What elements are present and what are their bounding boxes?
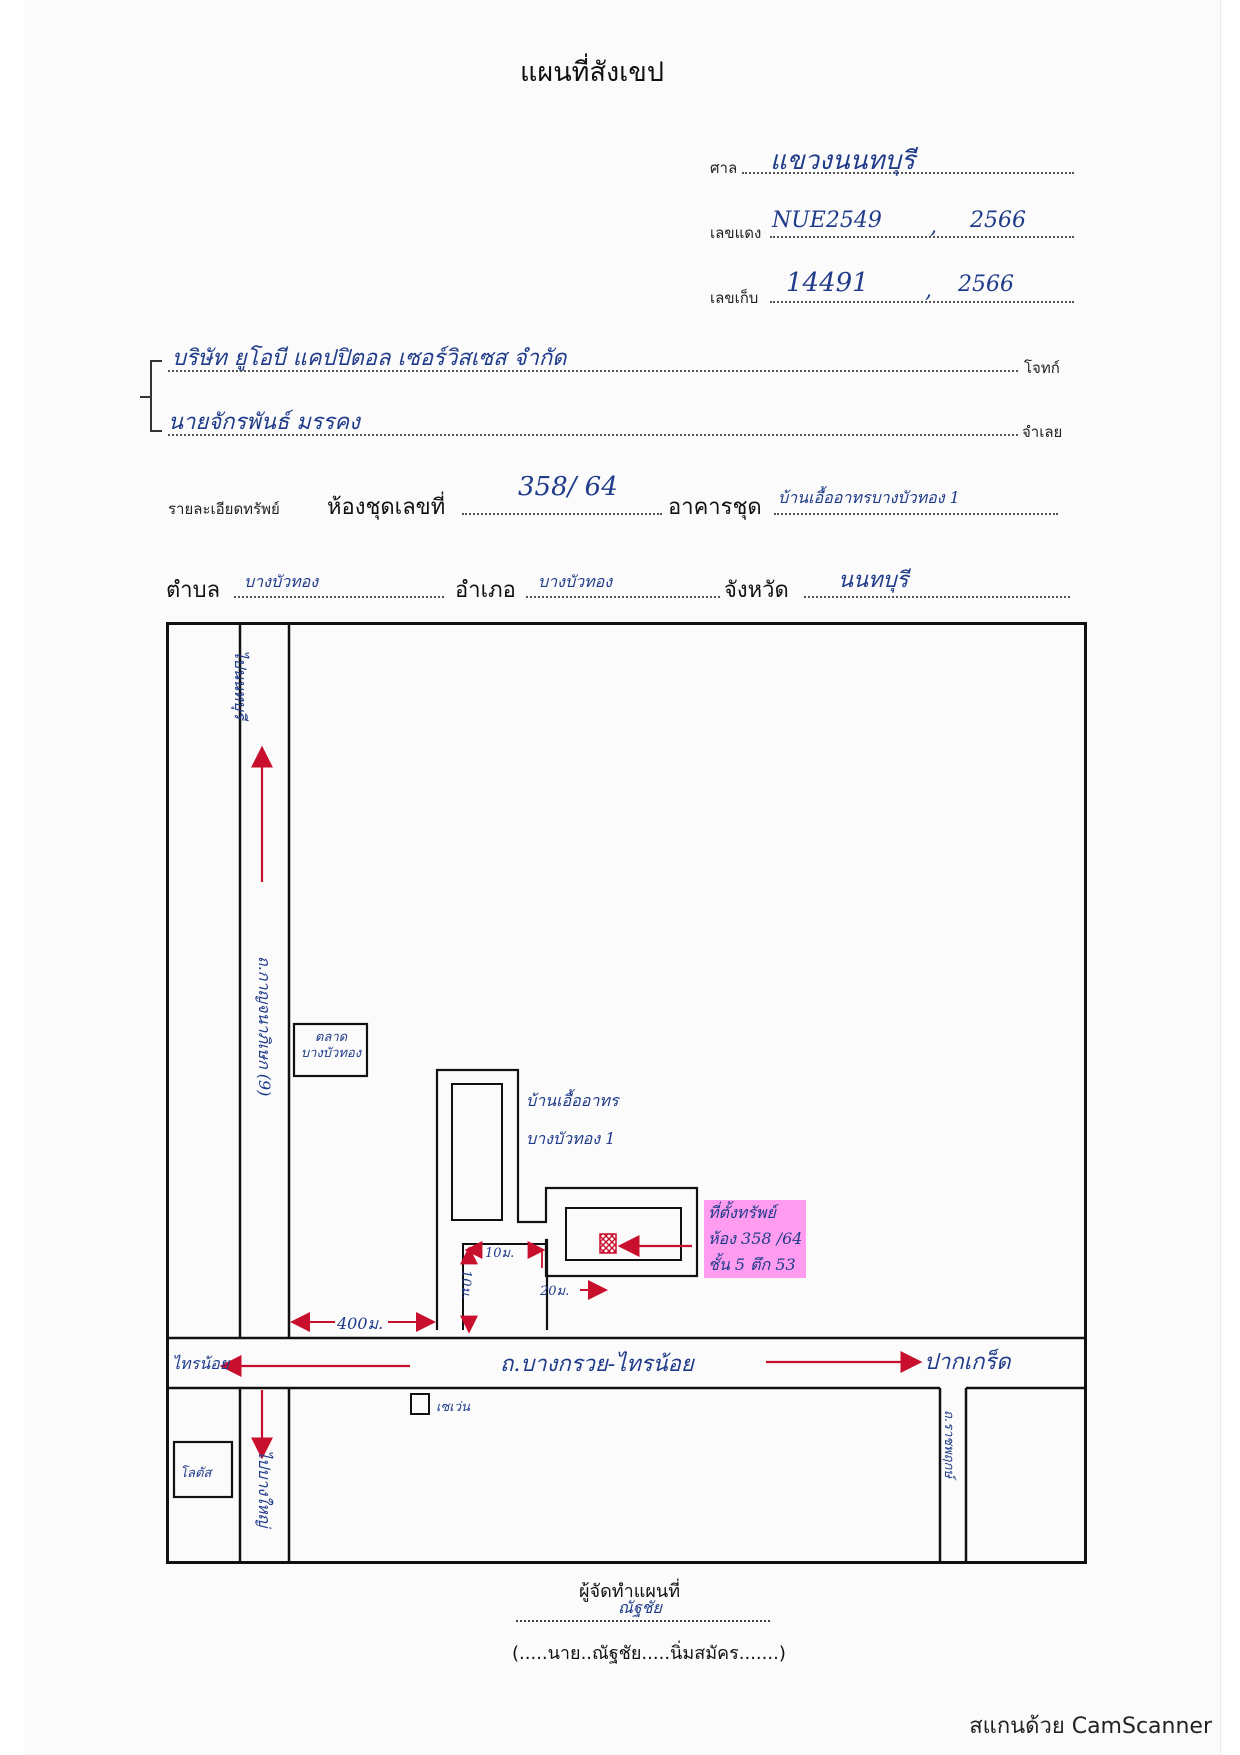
map-maker-signature: ณัฐชัย bbox=[618, 1598, 662, 1617]
road-left-top-label: ไปนนทบุรี bbox=[231, 650, 250, 720]
black-case-year: 2566 bbox=[958, 272, 1014, 297]
property-callout-line2: ห้อง 358 /64 bbox=[704, 1226, 807, 1252]
right-destination: ปากเกร็ด bbox=[924, 1350, 1011, 1375]
market-label: ตลาดบางบัวทอง bbox=[300, 1030, 362, 1061]
party-brace-bottom bbox=[150, 430, 162, 432]
province-dotline bbox=[804, 596, 1070, 598]
plaintiff-value: บริษัท ยูโอบี แคปปิตอล เซอร์วิสเซส จำกัด bbox=[172, 346, 567, 371]
court-label: ศาล bbox=[710, 159, 738, 177]
map-frame bbox=[166, 622, 1087, 1564]
district-label: อำเภอ bbox=[455, 578, 516, 603]
court-value: แขวงนนทบุรี bbox=[770, 146, 915, 176]
road-left-bottom-label: ไปบางใหญ่ bbox=[255, 1450, 274, 1528]
black-case-value: 14491 bbox=[786, 268, 869, 298]
dist-20m: 20ม. bbox=[540, 1284, 570, 1299]
market-box bbox=[292, 1022, 369, 1078]
red-case-year: 2566 bbox=[970, 208, 1026, 233]
subdistrict-label: ตำบล bbox=[166, 578, 221, 603]
unit-dotline bbox=[462, 513, 662, 515]
plaintiff-label: โจทก์ bbox=[1024, 359, 1060, 377]
red-case-value: NUE2549 bbox=[772, 208, 882, 233]
defendant-dotline bbox=[168, 434, 1018, 436]
district-value: บางบัวทอง bbox=[538, 572, 613, 591]
black-case-dotline bbox=[770, 301, 1074, 303]
dist-10m-vertical: 10ม. bbox=[458, 1270, 473, 1300]
property-callout-line3: ชั้น 5 ตึก 53 bbox=[704, 1252, 807, 1278]
left-destination: ไทรน้อย bbox=[172, 1354, 230, 1373]
building-label: อาคารชุด bbox=[668, 495, 762, 520]
building-value: บ้านเอื้ออาทรบางบัวทอง 1 bbox=[778, 488, 960, 507]
court-dotline bbox=[742, 172, 1074, 174]
dist-10m-horizontal: 10ม. bbox=[485, 1246, 515, 1261]
party-brace-top bbox=[150, 360, 162, 362]
building-block-target bbox=[565, 1207, 682, 1261]
seven-eleven-box bbox=[410, 1393, 430, 1415]
housing-complex-outline bbox=[435, 1068, 699, 1330]
map-maker-label: ผู้จัดทำแผนที่ bbox=[579, 1581, 681, 1602]
entrance-lane bbox=[462, 1243, 547, 1330]
property-detail-label: รายละเอียดทรัพย์ bbox=[168, 500, 280, 518]
dist-400m: 400ม. bbox=[337, 1314, 384, 1333]
red-case-dotline bbox=[770, 236, 1074, 238]
building-block-a bbox=[451, 1083, 503, 1221]
defendant-label: จำเลย bbox=[1022, 423, 1063, 441]
road-right-bottom-label: ถ.ราชพฤกษ์ bbox=[941, 1410, 956, 1478]
paper-sheet bbox=[24, 0, 1221, 1755]
subdistrict-dotline bbox=[234, 596, 444, 598]
black-case-separator: , bbox=[925, 278, 932, 303]
building-dotline bbox=[774, 513, 1058, 515]
red-case-separator: , bbox=[930, 214, 937, 239]
camscanner-watermark: สแกนด้วย CamScanner bbox=[969, 1714, 1212, 1739]
property-marker bbox=[599, 1233, 617, 1254]
province-label: จังหวัด bbox=[724, 578, 789, 603]
defendant-value: นายจักรพันธ์ มรรคง bbox=[168, 410, 360, 435]
lotus-label: โลตัส bbox=[180, 1466, 212, 1481]
road-left-name: ถ.กาญจนาภิเษก (9) bbox=[255, 956, 274, 1097]
unit-label: ห้องชุดเลขที่ bbox=[327, 495, 446, 520]
unit-value: 358/ 64 bbox=[518, 472, 618, 502]
property-callout: ที่ตั้งทรัพย์ ห้อง 358 /64 ชั้น 5 ตึก 53 bbox=[704, 1200, 807, 1278]
plaintiff-dotline bbox=[168, 370, 1018, 372]
subdistrict-value: บางบัวทอง bbox=[244, 572, 319, 591]
district-dotline bbox=[526, 596, 720, 598]
province-value: นนทบุรี bbox=[838, 568, 909, 593]
main-road-label: ถ.บางกรวย-ไทรน้อย bbox=[500, 1352, 694, 1377]
seven-eleven-label: เซเว่น bbox=[436, 1400, 470, 1415]
signature-dotline bbox=[516, 1620, 770, 1622]
black-case-label: เลขเก็บ bbox=[710, 289, 759, 307]
property-callout-line1: ที่ตั้งทรัพย์ bbox=[704, 1200, 807, 1226]
red-case-label: เลขแดง bbox=[710, 224, 762, 242]
building-label: บ้านเอื้ออาทร บางบัวทอง 1 bbox=[526, 1091, 619, 1148]
page-title: แผนที่สังเขป bbox=[520, 57, 664, 88]
party-brace-mid bbox=[140, 396, 150, 398]
lotus-box bbox=[172, 1440, 234, 1499]
party-brace bbox=[150, 360, 152, 432]
map-maker-name: (.....นาย..ณัฐชัย.....นิ่มสมัคร.......) bbox=[512, 1643, 786, 1664]
